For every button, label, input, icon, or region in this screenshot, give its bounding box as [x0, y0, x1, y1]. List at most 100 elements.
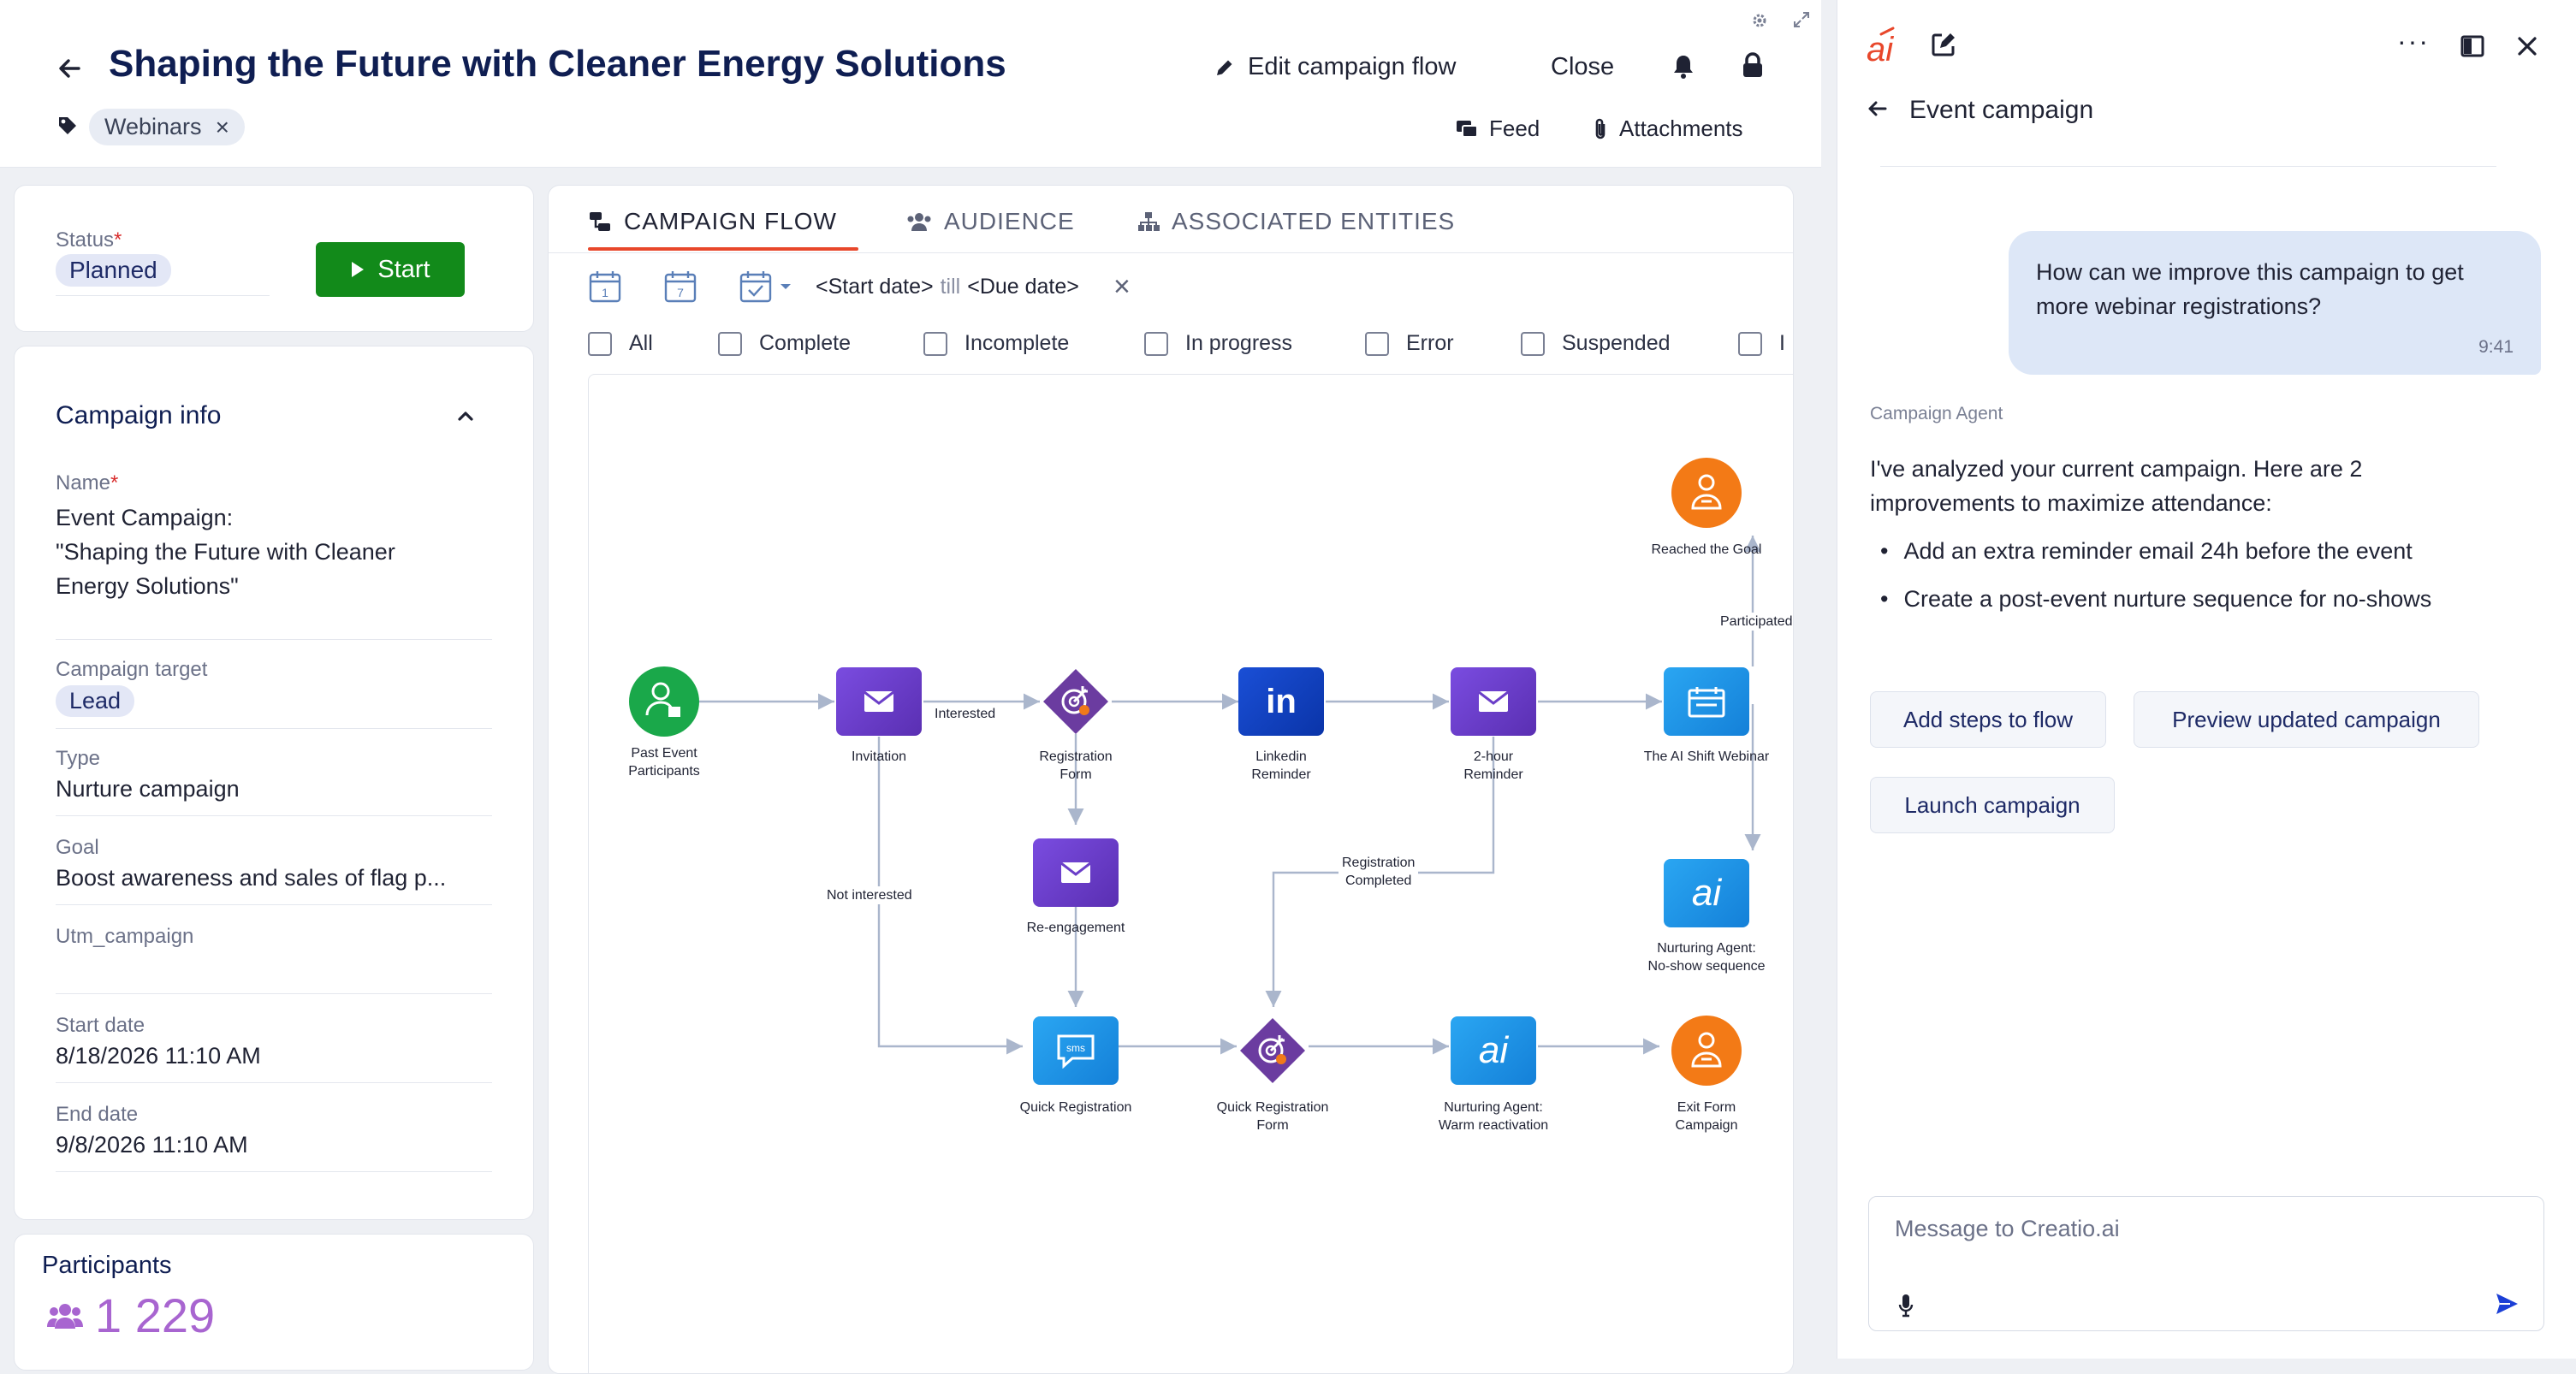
sms-node-text: sms: [1066, 1042, 1085, 1054]
bell-icon[interactable]: [1671, 53, 1696, 85]
campaign-info-card: Campaign info Name* Event Campaign: "Sha…: [14, 346, 534, 1220]
target-form-node-icon: [1240, 1018, 1305, 1083]
filter-incomplete[interactable]: Incomplete: [923, 331, 1144, 356]
flow-node-exit-form[interactable]: [1664, 1008, 1749, 1093]
flow-node-linkedin-reminder[interactable]: in: [1238, 659, 1324, 744]
remove-tag-icon[interactable]: ×: [215, 113, 229, 140]
expand-icon[interactable]: [1792, 10, 1811, 33]
caret-down-icon: [781, 284, 791, 289]
tab-associated-entities[interactable]: ASSOCIATED ENTITIES: [1137, 208, 1455, 235]
flow-node-quick-registration[interactable]: sms: [1033, 1008, 1119, 1093]
attachments-button[interactable]: Attachments: [1592, 115, 1743, 142]
send-icon[interactable]: [2494, 1291, 2520, 1321]
target-field-label: Campaign target: [56, 658, 208, 681]
flow-node-reached-goal[interactable]: [1664, 450, 1749, 536]
utm-field-label: Utm_campaign: [56, 925, 194, 948]
date-range-text[interactable]: <Start date> till <Due date>: [816, 275, 1079, 299]
chat-input-placeholder[interactable]: Message to Creatio.ai: [1895, 1216, 2120, 1241]
filter-error[interactable]: Error: [1365, 331, 1521, 356]
flow-node-invitation[interactable]: [836, 659, 922, 744]
filter-label: Error: [1406, 331, 1454, 355]
flow-node-registration-form[interactable]: [1033, 659, 1119, 744]
end-date-value[interactable]: 9/8/2026 11:10 AM: [56, 1132, 248, 1158]
checkbox[interactable]: [1738, 331, 1762, 356]
node-label-past-event: Past Event Participants: [628, 746, 700, 779]
checkbox[interactable]: [1521, 331, 1545, 356]
collapse-chevron-icon[interactable]: [453, 403, 478, 433]
goal-field-value[interactable]: Boost awareness and sales of flag p...: [56, 865, 447, 891]
filter-label: In progress: [1185, 331, 1293, 355]
filter-all[interactable]: All: [588, 331, 718, 356]
feed-button[interactable]: Feed: [1455, 115, 1540, 142]
close-panel-icon[interactable]: [2515, 34, 2539, 62]
dock-panel-icon[interactable]: [2460, 34, 2484, 62]
chat-input-box[interactable]: Message to Creatio.ai: [1868, 1196, 2544, 1331]
checkbox[interactable]: [588, 331, 612, 356]
status-badge[interactable]: Planned: [56, 254, 171, 287]
audience-icon: [907, 213, 931, 231]
edit-campaign-flow-button[interactable]: Edit campaign flow: [1214, 53, 1456, 81]
tag-icon: [56, 115, 79, 141]
start-date-value[interactable]: 8/18/2026 11:10 AM: [56, 1043, 261, 1069]
date-range-dropdown[interactable]: [739, 269, 792, 304]
launch-campaign-button[interactable]: Launch campaign: [1870, 777, 2115, 833]
filter-suspended[interactable]: Suspended: [1521, 331, 1738, 356]
checkbox[interactable]: [1144, 331, 1168, 356]
node-label-linkedin-reminder: Linkedin Reminder: [1251, 749, 1311, 782]
start-button[interactable]: Start: [316, 242, 465, 297]
type-field-value[interactable]: Nurture campaign: [56, 776, 240, 802]
people-icon: [47, 1301, 83, 1335]
add-steps-to-flow-button[interactable]: Add steps to flow: [1870, 691, 2106, 748]
campaign-info-title: Campaign info: [56, 401, 222, 429]
filter-in-progress[interactable]: In progress: [1144, 331, 1365, 356]
campaign-flow-card: CAMPAIGN FLOW AUDIENCE ASSOCIATED ENTITI…: [548, 185, 1794, 1374]
filter-more[interactable]: I: [1738, 331, 1790, 356]
tab-associated-entities-label: ASSOCIATED ENTITIES: [1172, 208, 1456, 234]
checkbox[interactable]: [1365, 331, 1389, 356]
flow-node-nurturing-noshow[interactable]: ai: [1664, 850, 1749, 936]
target-form-node-icon: [1043, 669, 1108, 734]
linkedin-node-icon: in: [1238, 667, 1324, 736]
filter-complete[interactable]: Complete: [718, 331, 923, 356]
new-chat-icon[interactable]: [1930, 31, 1957, 62]
lock-icon[interactable]: [1741, 51, 1765, 83]
tab-audience[interactable]: AUDIENCE: [906, 208, 1075, 235]
checkbox[interactable]: [718, 331, 742, 356]
goal-person-node-icon: [1671, 1016, 1742, 1086]
flow-node-quick-reg-form[interactable]: [1230, 1008, 1315, 1093]
clear-dates-icon[interactable]: ×: [1113, 270, 1131, 303]
nurturing-warm-line-2: Warm reactivation: [1438, 1118, 1549, 1133]
target-field-value[interactable]: Lead: [56, 685, 135, 717]
flow-node-webinar[interactable]: [1664, 659, 1749, 744]
edit-campaign-flow-label: Edit campaign flow: [1248, 53, 1457, 80]
node-label-webinar: The AI Shift Webinar: [1643, 749, 1770, 764]
tab-campaign-flow[interactable]: CAMPAIGN FLOW: [588, 208, 837, 235]
gear-icon[interactable]: [1751, 12, 1768, 33]
logo-text: ai: [1867, 31, 1894, 68]
more-options-icon[interactable]: ···: [2397, 26, 2430, 56]
agent-bullet-item: •Add an extra reminder email 24h before …: [1880, 534, 2531, 568]
flow-node-past-event[interactable]: [621, 659, 707, 744]
flow-node-re-engagement[interactable]: [1033, 830, 1119, 915]
flow-node-nurturing-warm[interactable]: ai: [1451, 1008, 1536, 1093]
week-calendar-icon[interactable]: 7: [663, 269, 697, 308]
close-button[interactable]: Close: [1551, 53, 1615, 80]
microphone-icon[interactable]: [1898, 1293, 1914, 1323]
participants-label: Participants: [42, 1252, 172, 1279]
node-label-2-hour-reminder: 2-hour Reminder: [1463, 749, 1523, 782]
checkbox[interactable]: [923, 331, 947, 356]
flow-node-2-hour-reminder[interactable]: [1451, 659, 1536, 744]
user-message-text: How can we improve this campaign to get …: [2036, 259, 2464, 319]
agent-name: Campaign Agent: [1870, 404, 2003, 423]
preview-updated-campaign-button[interactable]: Preview updated campaign: [2134, 691, 2479, 748]
name-line-1: Event Campaign:: [56, 505, 234, 530]
name-field-value[interactable]: Event Campaign: "Shaping the Future with…: [56, 500, 395, 603]
flow-canvas[interactable]: Past Event Participants Invitation Regis…: [588, 374, 1793, 1373]
back-arrow-icon[interactable]: [53, 51, 87, 86]
panel-back-arrow-icon[interactable]: [1865, 96, 1890, 126]
day-calendar-icon[interactable]: 1: [588, 269, 622, 308]
calendar-check-icon: [739, 271, 772, 303]
node-label-invitation: Invitation: [851, 749, 907, 764]
bullet-text: Add an extra reminder email 24h before t…: [1903, 538, 2413, 564]
participants-count: 1 229: [95, 1288, 216, 1342]
